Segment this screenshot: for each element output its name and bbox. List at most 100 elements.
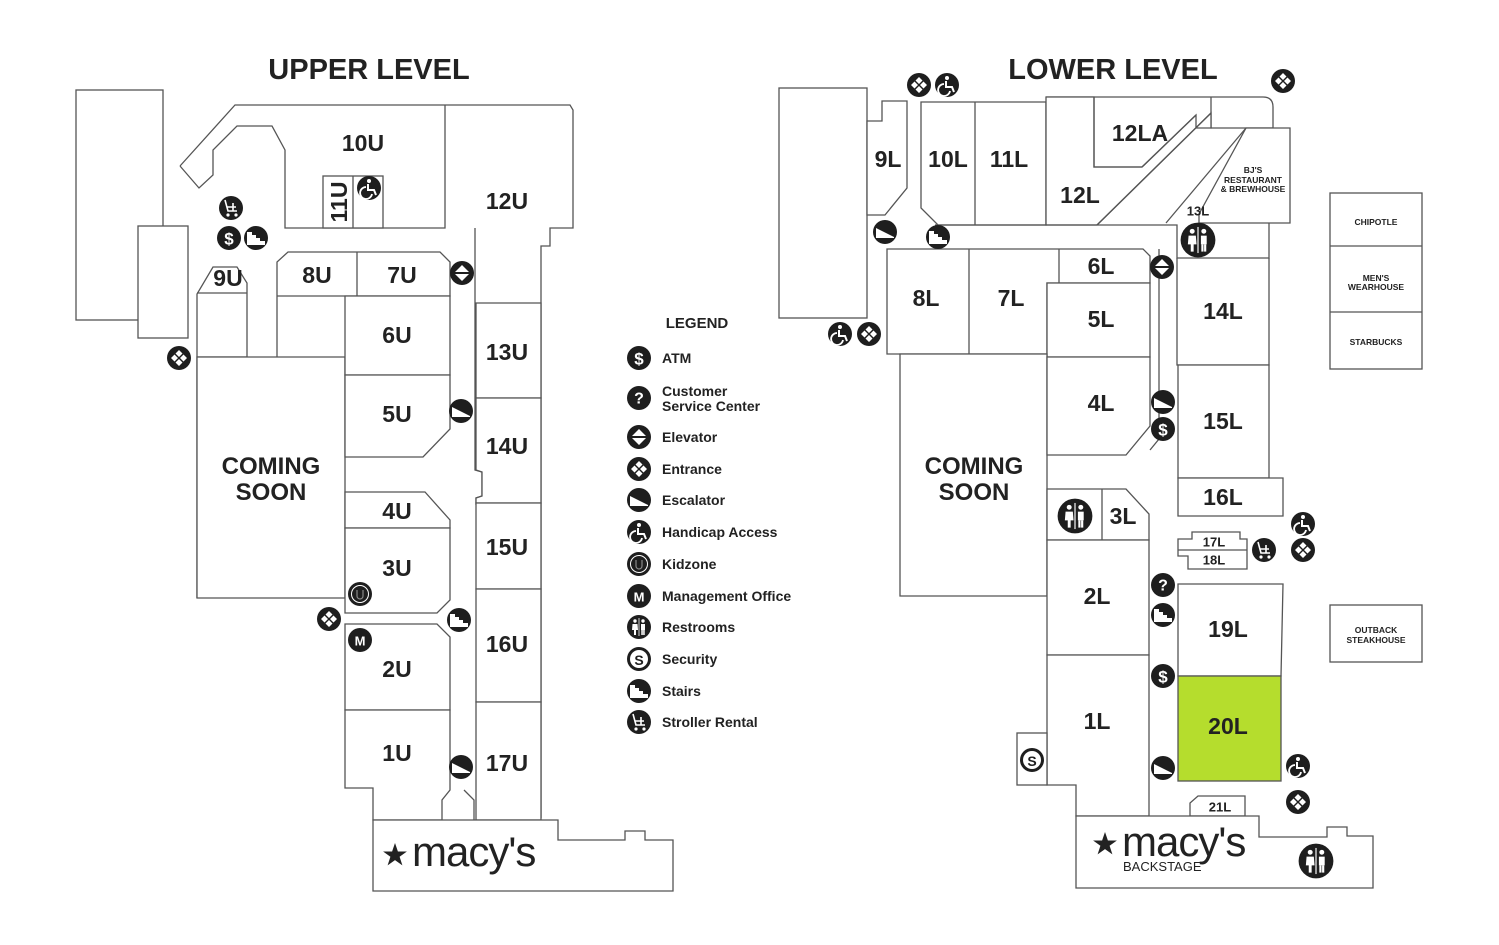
unit-17l[interactable]: 17L (1203, 535, 1225, 550)
restrooms-icon (1057, 498, 1093, 534)
stroller-rental-icon (218, 195, 244, 221)
outback-line1[interactable]: OUTBACK (1355, 625, 1398, 635)
unit-12l[interactable]: 12L (1060, 182, 1100, 208)
unit-16u[interactable]: 16U (486, 631, 528, 657)
mens-wearhouse-line1[interactable]: MEN'S (1363, 273, 1390, 283)
entrance-icon (167, 346, 191, 370)
legend-label-stroller: Stroller Rental (662, 714, 758, 730)
customer-service-icon (627, 386, 651, 410)
unit-18l[interactable]: 18L (1203, 553, 1225, 568)
handicap-access-icon (356, 175, 382, 201)
upper-level-title: UPPER LEVEL (268, 54, 469, 86)
escalator-icon (1151, 756, 1175, 780)
upper-coming-soon-line1: COMING (222, 453, 321, 480)
lower-building-block (778, 87, 868, 319)
unit-7l[interactable]: 7L (998, 285, 1025, 311)
legend-label-handicap: Handicap Access (662, 524, 778, 540)
handicap-access-icon (626, 519, 652, 545)
unit-11u[interactable]: 11U (326, 182, 352, 223)
unit-21l[interactable]: 21L (1209, 800, 1231, 815)
unit-6u[interactable]: 6U (382, 322, 411, 348)
unit-9l[interactable]: 9L (875, 146, 902, 172)
unit-12la[interactable]: 12LA (1112, 120, 1168, 146)
unit-12u[interactable]: 12U (486, 188, 528, 214)
atm-icon (217, 226, 241, 250)
unit-2u[interactable]: 2U (382, 656, 411, 682)
legend-label-restrooms: Restrooms (662, 619, 735, 635)
legend-label-entrance: Entrance (662, 461, 722, 477)
upper-macys-logo[interactable]: macy's (412, 828, 536, 875)
unit-9u[interactable]: 9U (213, 265, 242, 291)
unit-4u[interactable]: 4U (382, 498, 411, 524)
chipotle-label[interactable]: CHIPOTLE (1355, 217, 1398, 227)
security-icon (1020, 748, 1044, 772)
lower-macys-logo[interactable]: macy's (1122, 818, 1246, 865)
unit-5l[interactable]: 5L (1088, 306, 1115, 332)
unit-6l[interactable]: 6L (1088, 253, 1115, 279)
escalator-icon (1151, 390, 1175, 414)
unit-5u-box (344, 374, 451, 458)
unit-14u[interactable]: 14U (486, 433, 528, 459)
elevator-icon (450, 261, 474, 285)
unit-4u-box (344, 491, 451, 529)
unit-19l[interactable]: 19L (1208, 616, 1248, 642)
unit-11l[interactable]: 11L (990, 146, 1028, 172)
entrance-icon (627, 457, 651, 481)
unit-20l[interactable]: 20L (1208, 713, 1248, 739)
escalator-icon (627, 488, 651, 512)
unit-9l-box (866, 100, 908, 216)
stroller-rental-icon (1251, 537, 1277, 563)
stairs-icon (244, 226, 268, 250)
handicap-access-icon (1285, 753, 1311, 779)
unit-5u[interactable]: 5U (382, 401, 411, 427)
legend-label-service-center: Service Center (662, 398, 761, 414)
unit-20l-box-highlighted[interactable] (1177, 675, 1282, 782)
outback-box (1329, 604, 1423, 663)
unit-15u[interactable]: 15U (486, 534, 528, 560)
unit-10l[interactable]: 10L (928, 146, 968, 172)
stairs-icon (926, 225, 950, 249)
restrooms-icon (1180, 222, 1216, 258)
customer-service-icon (1151, 573, 1175, 597)
unit-14l[interactable]: 14L (1203, 298, 1243, 324)
lower-macys-backstage-box (1075, 815, 1374, 889)
macys-star-icon (1093, 832, 1117, 855)
unit-16l[interactable]: 16L (1203, 484, 1243, 510)
unit-7u[interactable]: 7U (387, 262, 416, 288)
legend-label-security: Security (662, 651, 717, 667)
stairs-icon (627, 679, 651, 703)
bjs-line3: & BREWHOUSE (1221, 184, 1286, 194)
starbucks-label[interactable]: STARBUCKS (1350, 337, 1403, 347)
legend-label-atm: ATM (662, 350, 691, 366)
unit-1l[interactable]: 1L (1084, 708, 1111, 734)
unit-2l[interactable]: 2L (1084, 583, 1111, 609)
outparcel-block (1329, 192, 1423, 370)
outback-line2[interactable]: STEAKHOUSE (1346, 635, 1405, 645)
atm-icon (627, 346, 651, 370)
unit-4l[interactable]: 4L (1088, 390, 1115, 416)
macys-backstage-label: BACKSTAGE (1123, 859, 1202, 874)
unit-1u[interactable]: 1U (382, 740, 411, 766)
unit-8u[interactable]: 8U (302, 262, 331, 288)
stairs-icon (1151, 603, 1175, 627)
unit-8l[interactable]: 8L (913, 285, 940, 311)
unit-13u[interactable]: 13U (486, 339, 528, 365)
mens-wearhouse-line2[interactable]: WEARHOUSE (1348, 282, 1405, 292)
legend-label-escalator: Escalator (662, 492, 726, 508)
unit-13l[interactable]: 13L (1187, 204, 1209, 219)
unit-3u[interactable]: 3U (382, 555, 411, 581)
unit-17u[interactable]: 17U (486, 750, 528, 776)
unit-10u[interactable]: 10U (342, 130, 384, 156)
upper-building-block-2 (137, 225, 189, 339)
unit-3l[interactable]: 3L (1110, 503, 1137, 529)
kidzone-icon (347, 581, 373, 607)
security-icon (627, 647, 651, 671)
unit-15l[interactable]: 15L (1203, 408, 1243, 434)
legend-title: LEGEND (666, 315, 729, 332)
escalator-icon (873, 220, 897, 244)
legend-label-stairs: Stairs (662, 683, 701, 699)
elevator-icon (1150, 255, 1174, 279)
legend-label-elevator: Elevator (662, 429, 718, 445)
entrance-icon (857, 322, 881, 346)
